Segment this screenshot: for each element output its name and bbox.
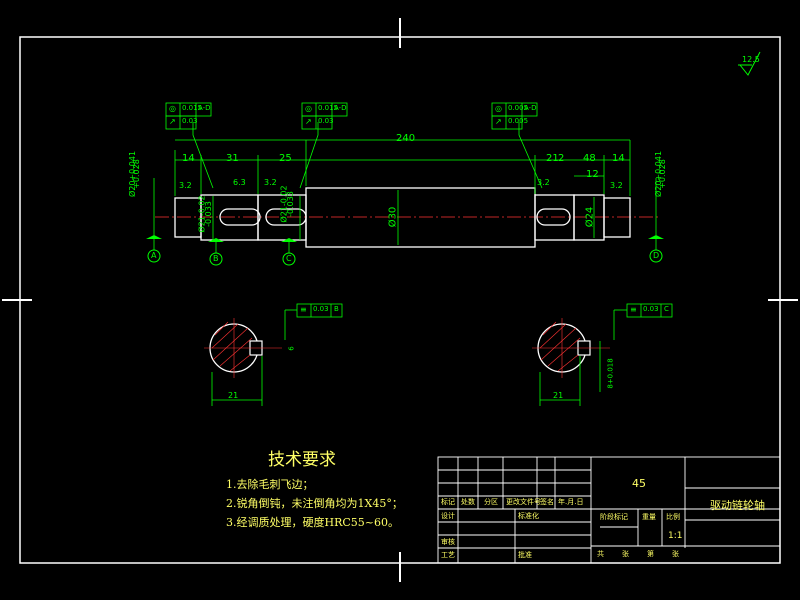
tb-ratio: 比例 (666, 513, 680, 521)
tb-sign: 签名 (540, 498, 554, 506)
sec-right-frame-ref: C (664, 305, 669, 313)
fcf3-symbol-icon: ◎ (495, 104, 502, 113)
roughness-5: 3.2 (610, 181, 623, 190)
section-left (204, 303, 343, 406)
roughness-4: 3.2 (537, 178, 550, 187)
roughness-1: 3.2 (179, 181, 192, 190)
tb-designer: 设计 (441, 512, 455, 520)
fcf1-value2: 0.03 (182, 117, 198, 125)
datum-markers (146, 235, 664, 242)
title-drawing-name: 驱动链轮轴 (710, 499, 765, 512)
fcf1-runout-icon: ↗ (169, 117, 176, 126)
fcf3-ref: A-D (524, 104, 537, 112)
surface-finish-symbol (738, 51, 761, 76)
tb-sheet-unit: 张 (622, 550, 629, 558)
fcf2-runout-icon: ↗ (305, 117, 312, 126)
sec-right-symmetry-icon: ≡ (630, 305, 637, 314)
sec-left-dim: 21 (228, 391, 239, 400)
dim-dia-24: Ø24 (584, 206, 596, 228)
sec-right-key: 8+0.018 (606, 358, 615, 389)
dim-14-right: 14 (612, 153, 625, 164)
sec-left-frame-value: 0.03 (313, 305, 329, 313)
datum-a: A (151, 251, 157, 260)
roughness-3: 3.2 (264, 178, 277, 187)
tb-approve: 批准 (518, 551, 532, 559)
tb-stage-mark: 阶段标记 (600, 513, 628, 521)
tb-date: 年.月.日 (558, 498, 584, 506)
tb-count: 处数 (461, 498, 475, 506)
fcf2-value: 0.015 (318, 104, 339, 112)
fcf2-value2: 0.03 (318, 117, 334, 125)
title-scale: 1:1 (668, 531, 683, 541)
tb-zone: 分区 (484, 498, 498, 506)
tech-req-heading: 技术要求 (268, 450, 336, 470)
dim-14-left: 14 (182, 153, 195, 164)
fcf3-value: 0.005 (508, 104, 529, 112)
dim-2: 2 (558, 153, 565, 164)
tb-page: 第 (647, 550, 654, 558)
tb-audit: 审核 (441, 538, 455, 546)
tb-weight: 重量 (642, 513, 656, 521)
sec-left-key: 6 (287, 346, 296, 351)
dim-dia-left-tol: +0.028 (131, 159, 141, 189)
dim-dia-right-tol: +0.028 (657, 159, 667, 189)
roughness-2: 6.3 (233, 178, 246, 187)
fcf1-value: 0.015 (182, 104, 203, 112)
sec-right-frame-value: 0.03 (643, 305, 659, 313)
dim-48: 48 (583, 153, 596, 164)
tb-standardize: 标准化 (518, 512, 539, 520)
dim-21: 21 (546, 153, 559, 164)
title-material: 45 (632, 477, 646, 490)
tech-req-item-3: 3.经调质处理，硬度HRC55~60。 (226, 516, 399, 529)
datum-c: C (286, 254, 292, 263)
surface-finish-value: 12.5 (742, 55, 760, 64)
tb-mark: 标记 (441, 498, 455, 506)
dim-12: 12 (586, 169, 599, 180)
tech-req-item-1: 1.去除毛刺飞边； (226, 478, 314, 491)
datum-circles (147, 249, 663, 266)
fcf1-ref: A-D (198, 104, 211, 112)
fcf3-runout-icon: ↗ (495, 117, 502, 126)
sec-left-symmetry-icon: ≡ (300, 305, 307, 314)
dim-25: 25 (279, 153, 292, 164)
section-right (532, 303, 673, 406)
fcf3-value2: 0.005 (508, 117, 529, 125)
tb-total: 共 (597, 550, 604, 558)
tb-change-doc: 更改文件号 (506, 498, 541, 506)
dim-total-length: 240 (396, 133, 416, 144)
fcf2-symbol-icon: ◎ (305, 104, 312, 113)
dim-31: 31 (226, 153, 239, 164)
dimension-lines (153, 122, 657, 253)
feature-control-frames (165, 102, 538, 130)
datum-d: D (653, 251, 660, 260)
fcf1-symbol-icon: ◎ (169, 104, 176, 113)
fcf2-ref: A-D (334, 104, 347, 112)
sec-left-frame-ref: B (334, 305, 339, 313)
dim-dia-30: Ø30 (387, 206, 399, 228)
dim-key-dia-1-tol: -0.033 (203, 201, 213, 227)
shaft-outline (174, 187, 631, 248)
title-block (437, 456, 781, 564)
datum-b: B (213, 254, 219, 263)
sec-right-dim: 21 (553, 391, 564, 400)
tb-sheet-unit-2: 张 (672, 550, 679, 558)
tech-req-item-2: 2.锐角倒钝，未注倒角均为1X45°； (226, 497, 403, 510)
drawing-frame (2, 18, 798, 582)
dim-key-dia-2-tol: -0.033 (285, 191, 295, 217)
tb-process: 工艺 (441, 551, 455, 559)
